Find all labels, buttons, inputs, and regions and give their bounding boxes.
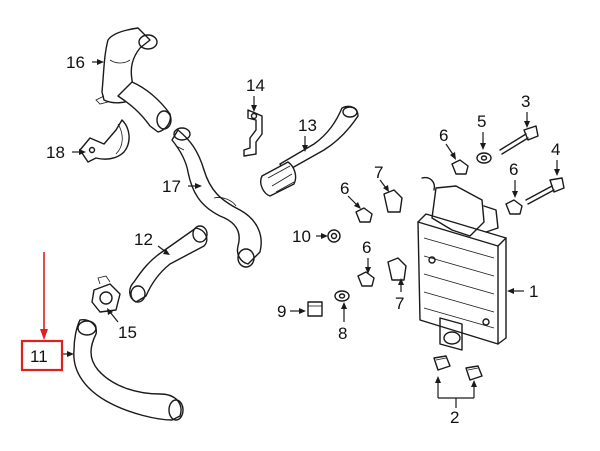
part-11-hose [73, 319, 184, 421]
callout-6a: 6 [439, 126, 448, 145]
part-2-mount-b [465, 365, 483, 381]
callout-6b: 6 [509, 160, 518, 179]
part-13-pipe [260, 105, 359, 197]
callout-17: 17 [162, 177, 181, 196]
part-7-insulator-b [387, 257, 407, 281]
part-18-bracket [79, 119, 130, 163]
part-9-clip [307, 301, 323, 317]
part-5-washer [476, 152, 492, 164]
callout-7b: 7 [395, 294, 404, 313]
callout-7a: 7 [374, 163, 383, 182]
callout-labels: 1 2 3 4 5 6 6 6 6 7 7 8 9 10 11 12 13 14… [30, 53, 560, 427]
callout-4: 4 [551, 140, 560, 159]
callout-16: 16 [66, 53, 85, 72]
callout-5: 5 [477, 112, 486, 131]
callout-10: 10 [292, 227, 311, 246]
callout-1: 1 [529, 282, 538, 301]
part-15-fitting [91, 275, 121, 313]
leader-lines [62, 59, 560, 408]
part-7-insulator-a [383, 189, 403, 213]
callout-8: 8 [338, 324, 347, 343]
part-4-bolt [525, 177, 565, 205]
part-6-grommet-d [357, 271, 375, 287]
callout-12: 12 [134, 230, 153, 249]
part-6-grommet-a [451, 159, 469, 175]
callout-14: 14 [246, 76, 265, 95]
part-3-bolt [499, 125, 539, 155]
part-10-nut [327, 229, 341, 243]
part-12-hose [129, 225, 208, 303]
callout-3: 3 [521, 92, 530, 111]
part-1-intercooler [417, 176, 507, 351]
callout-18: 18 [46, 143, 65, 162]
callout-11: 11 [30, 347, 48, 366]
part-6-grommet-c [355, 207, 373, 223]
part-2-mount-a [433, 355, 451, 371]
callout-9: 9 [277, 302, 286, 321]
callout-6c: 6 [340, 179, 349, 198]
part-14-bracket [243, 109, 263, 157]
part-16-hose [95, 27, 172, 133]
part-17-hose [171, 127, 262, 268]
callout-6d: 6 [362, 238, 371, 257]
callout-2: 2 [450, 408, 459, 427]
highlight-annotation [20, 252, 64, 372]
callout-13: 13 [298, 116, 317, 135]
callout-15: 15 [118, 323, 137, 342]
part-6-grommet-b [505, 199, 523, 215]
part-8-washer [334, 290, 350, 302]
